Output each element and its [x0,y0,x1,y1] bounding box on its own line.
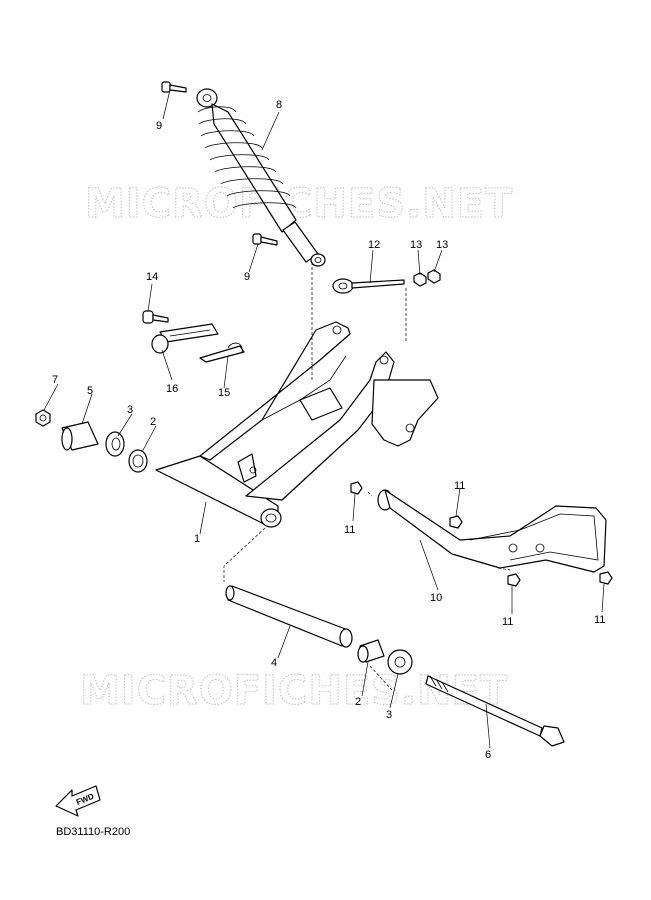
callout-9-top: 9 [156,120,162,132]
bolt-11-b [449,515,463,529]
callout-8: 8 [276,99,282,111]
callout-3-left: 3 [127,404,133,416]
fwd-arrow-icon: FWD [55,785,101,817]
collar-2-left [128,449,148,473]
bolt-11-a [350,481,363,495]
bolt-11-d [599,571,613,585]
diagram-code: BD31110-R200 [56,826,131,838]
callout-5: 5 [87,385,93,397]
rear-shock-absorber [196,88,326,267]
callout-7: 7 [52,374,58,386]
callout-11-d: 11 [594,614,605,626]
shock-rod-12 [332,278,405,294]
callout-4: 4 [271,657,277,669]
bracket-assembly [142,310,245,363]
washer-3-lower [387,649,413,675]
callout-3-lower: 3 [386,709,392,721]
leader-lines [43,89,605,749]
pivot-bolt-6 [425,675,565,747]
watermark-top: MICROFICHES.NET [85,181,513,227]
callout-10: 10 [430,592,442,604]
bolt-9-lower [252,233,278,246]
callout-11-b: 11 [454,480,465,492]
callout-6: 6 [485,749,491,761]
callout-16: 16 [166,383,178,395]
callout-13-b: 13 [436,239,448,251]
callout-13-a: 13 [410,239,422,251]
callout-11-c: 11 [502,616,513,628]
nut-7 [35,409,51,427]
collar-2-lower [357,639,385,663]
callout-9-lower: 9 [244,271,250,283]
swingarm [155,321,439,528]
bolt-9-top [161,81,187,93]
watermark-bottom: MICROFICHES.NET [80,668,508,714]
bolt-11-c [507,573,521,587]
callout-2-lower: 2 [355,696,361,708]
guard-bar-10 [377,489,607,573]
pivot-tube-4 [225,585,353,648]
callout-11-a: 11 [344,524,355,536]
callout-15: 15 [218,387,230,399]
callout-1: 1 [194,533,200,545]
bushing-5 [61,421,99,451]
washer-3-left [105,431,125,457]
callout-12: 12 [368,239,380,251]
callout-2-left: 2 [150,416,156,428]
nut-13-b [427,269,441,284]
callout-14: 14 [146,271,158,283]
assembly-lines [223,262,511,691]
